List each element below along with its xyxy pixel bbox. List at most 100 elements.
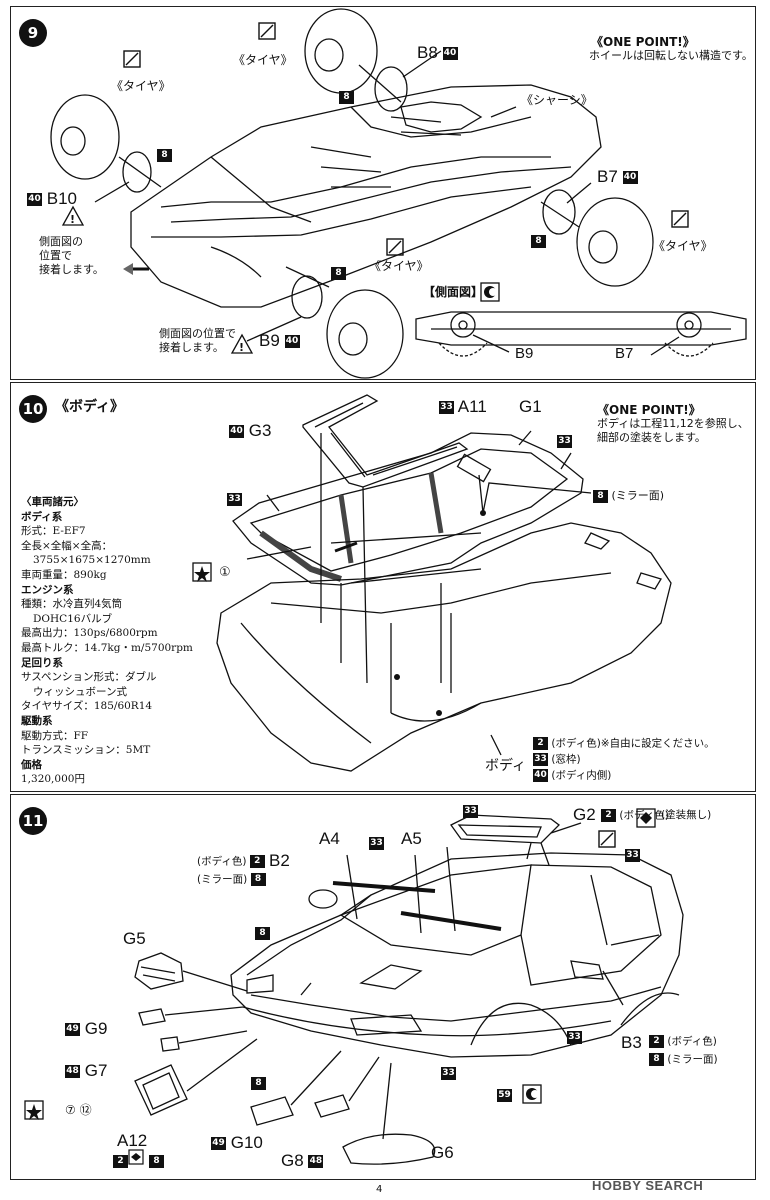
part-g8: G8 48 bbox=[281, 1151, 324, 1170]
part-b2: B2 bbox=[269, 851, 290, 870]
page-number: 4 bbox=[376, 1184, 383, 1195]
note-left-1: 側面図の bbox=[39, 235, 83, 248]
paint-legend: 2 (ボディ色)※自由に設定ください。 33 (窓枠) 40 (ボディ内側) bbox=[533, 737, 715, 783]
step-11-panel: 11 33 G2 2 (ボディ色) (塗装無し) A4 33 A5 33 (ボデ… bbox=[10, 794, 756, 1180]
spec-line: 駆動系 bbox=[21, 714, 53, 727]
body-illustration bbox=[192, 394, 672, 772]
b3-mirror-note: 8 (ミラー面) bbox=[649, 1053, 718, 1066]
spec-line: ボディ系 bbox=[21, 510, 63, 523]
step-number-9: 9 bbox=[19, 19, 47, 47]
paint-code-59: 59 bbox=[497, 1089, 512, 1102]
part-b3: B3 bbox=[621, 1033, 642, 1052]
tire-label-fr: 《タイヤ》 bbox=[369, 259, 429, 273]
part-b9: B9 40 bbox=[259, 331, 300, 350]
tire-label-rl: 《タイヤ》 bbox=[233, 53, 293, 67]
one-point-text: ホイールは回転しない構造です。 bbox=[589, 49, 753, 62]
note-left-2: 位置で bbox=[39, 249, 72, 262]
step-number-11: 11 bbox=[19, 807, 47, 835]
spec-line: 最高トルク：14.7kg・m/5700rpm bbox=[21, 641, 193, 654]
legend-row-1: 2 (ボディ色)※自由に設定ください。 bbox=[533, 737, 715, 750]
tire-label-rr: 《タイヤ》 bbox=[653, 239, 713, 253]
paint-code-a12-b: 8 bbox=[149, 1155, 164, 1168]
spec-line: ウィッシュボーン式 bbox=[33, 685, 127, 698]
spec-line: 全長×全幅×全高： bbox=[21, 539, 113, 552]
chassis-illustration: ! ! bbox=[50, 8, 747, 379]
part-g2: G2 bbox=[573, 805, 596, 824]
tire-label-fl: 《タイヤ》 bbox=[111, 79, 171, 93]
spec-line: 1,320,000円 bbox=[21, 773, 85, 786]
paint-code-33-left: 33 bbox=[227, 493, 242, 506]
part-a12: A12 bbox=[117, 1131, 148, 1150]
paint-code-roof: 33 bbox=[625, 849, 640, 862]
spec-line: 〈車両諸元〉 bbox=[21, 496, 84, 508]
g2-no-paint-note: (塗装無し) bbox=[661, 809, 712, 821]
body-label: ボディ bbox=[485, 757, 527, 773]
spec-line: 駆動方式：FF bbox=[21, 729, 89, 742]
one-point-line1: ボディは工程11,12を参照し、 bbox=[597, 417, 749, 430]
side-view-label: 【側面図】 bbox=[423, 285, 484, 299]
paint-code-b7: 8 bbox=[531, 235, 546, 248]
watermark: HOBBY SEARCH bbox=[592, 1178, 704, 1193]
part-g6: G6 bbox=[431, 1143, 454, 1162]
side-b9: B9 bbox=[515, 345, 534, 362]
car-front-illustration bbox=[24, 808, 684, 1165]
paint-code-a12-a: 2 bbox=[113, 1155, 128, 1168]
decal-numbers: ⑦ ⑫ bbox=[65, 1103, 92, 1117]
paint-code-b8: 8 bbox=[339, 91, 354, 104]
one-point-title-10: 《ONE POINT!》 bbox=[597, 403, 701, 417]
note-bottom-1: 側面図の位置で bbox=[159, 327, 236, 340]
spec-line: トランスミッション：5MT bbox=[21, 744, 151, 757]
step-10-panel: 10 《ボディ》 《ONE POINT!》 ボディは工程11,12を参照し、 細… bbox=[10, 382, 756, 792]
note-bottom-2: 接着します。 bbox=[159, 341, 224, 354]
warning-icon-2: ! bbox=[239, 341, 244, 354]
paint-code-b9: 8 bbox=[331, 267, 346, 280]
note-left-3: 接着します。 bbox=[39, 263, 104, 276]
part-b7: B7 40 bbox=[597, 167, 638, 186]
spec-line: 価格 bbox=[21, 758, 42, 771]
legend-row-3: 40 (ボディ内側) bbox=[533, 769, 612, 783]
g2-paint-note: 2 (ボディ色) bbox=[601, 809, 669, 822]
paint-code-b10: 8 bbox=[157, 149, 172, 162]
paint-code-g5: 8 bbox=[255, 927, 270, 940]
mirror-note: 8 (ミラー面) bbox=[593, 489, 664, 503]
b2-mirror-note: (ミラー面) 8 bbox=[197, 873, 266, 886]
paint-code-bumper-33: 33 bbox=[441, 1067, 456, 1080]
spec-line: 形式：E-EF7 bbox=[21, 525, 86, 538]
part-g3: 40 G3 bbox=[229, 421, 272, 440]
warning-icon-1: ! bbox=[70, 213, 75, 226]
spec-line: 車両重量：890kg bbox=[21, 568, 107, 581]
chassis-label: 《シャーシ》 bbox=[521, 93, 593, 107]
paint-code-side-33: 33 bbox=[567, 1031, 582, 1044]
paint-code-g1: 33 bbox=[557, 435, 572, 448]
paint-code-bumper-8: 8 bbox=[251, 1077, 266, 1090]
side-b7: B7 bbox=[615, 345, 634, 362]
paint-code-g2: 33 bbox=[463, 805, 478, 818]
b2-body-note: (ボディ色) 2 bbox=[197, 855, 265, 868]
step-10-title: 《ボディ》 bbox=[55, 399, 125, 415]
spec-line: タイヤサイズ：185/60R14 bbox=[21, 700, 153, 713]
part-a11: 33 A11 bbox=[439, 397, 487, 416]
part-g10: 49 G10 bbox=[211, 1133, 263, 1152]
paint-code-a4: 33 bbox=[369, 837, 384, 850]
part-g5: G5 bbox=[123, 929, 146, 948]
one-point-title: 《ONE POINT!》 bbox=[591, 35, 695, 49]
spec-line: 3755×1675×1270mm bbox=[33, 554, 151, 567]
b3-body-note: 2 (ボディ色) bbox=[649, 1035, 717, 1048]
one-point-line2: 細部の塗装をします。 bbox=[597, 431, 706, 444]
part-a4: A4 bbox=[319, 829, 340, 848]
step-number-10: 10 bbox=[19, 395, 47, 423]
part-g1: G1 bbox=[519, 397, 542, 416]
spec-line: エンジン系 bbox=[21, 583, 74, 596]
part-b8: B8 40 bbox=[417, 43, 458, 62]
part-a5: A5 bbox=[401, 829, 422, 848]
spec-line: 最高出力：130ps/6800rpm bbox=[21, 627, 158, 640]
part-b10: 40 B10 bbox=[27, 189, 77, 208]
step-9-panel: ! ! 9 《ONE POINT!》 ホイールは回転しない構造です。 《タイヤ》… bbox=[10, 6, 756, 380]
legend-row-2: 33 (窓枠) bbox=[533, 753, 581, 767]
spec-line: DOHC16バルブ bbox=[33, 612, 113, 625]
spec-line: 足回り系 bbox=[21, 656, 63, 669]
part-g7: 48 G7 bbox=[65, 1061, 108, 1080]
spec-line: 種類：水冷直列4気筒 bbox=[21, 598, 123, 611]
spec-line: サスペンション形式：ダブル bbox=[21, 671, 157, 684]
